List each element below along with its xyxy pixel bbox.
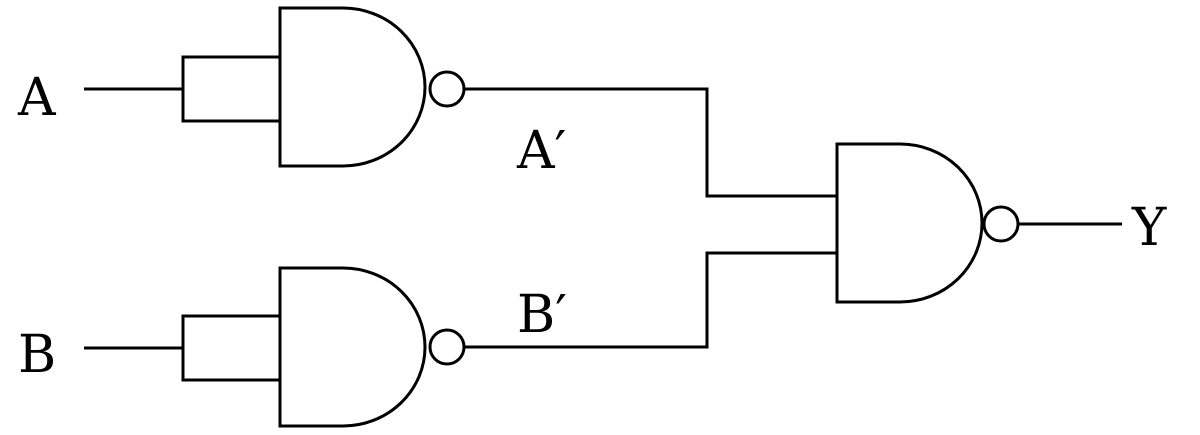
label-input-b: B — [18, 325, 56, 385]
nand-gate-y-body — [835, 142, 984, 304]
label-output-y: Y — [1131, 198, 1167, 258]
wire-b-not — [464, 251, 837, 349]
nand-gate-a-body — [278, 6, 427, 168]
input-b-wires — [84, 314, 280, 382]
nand-gate-a-bubble — [428, 70, 466, 108]
wire-a-not — [464, 87, 837, 198]
nand-gate-y-bubble — [982, 205, 1020, 243]
label-a-not: A′ — [516, 121, 566, 181]
input-a-wires — [84, 55, 280, 123]
nand-gate-b-body — [278, 266, 427, 428]
nand-gate-a — [278, 6, 466, 168]
nand-gate-y — [835, 142, 1020, 304]
nand-gate-b — [278, 266, 466, 428]
nand-gate-b-bubble — [428, 328, 466, 366]
label-input-a: A — [17, 68, 57, 128]
label-b-not: B′ — [517, 285, 567, 345]
